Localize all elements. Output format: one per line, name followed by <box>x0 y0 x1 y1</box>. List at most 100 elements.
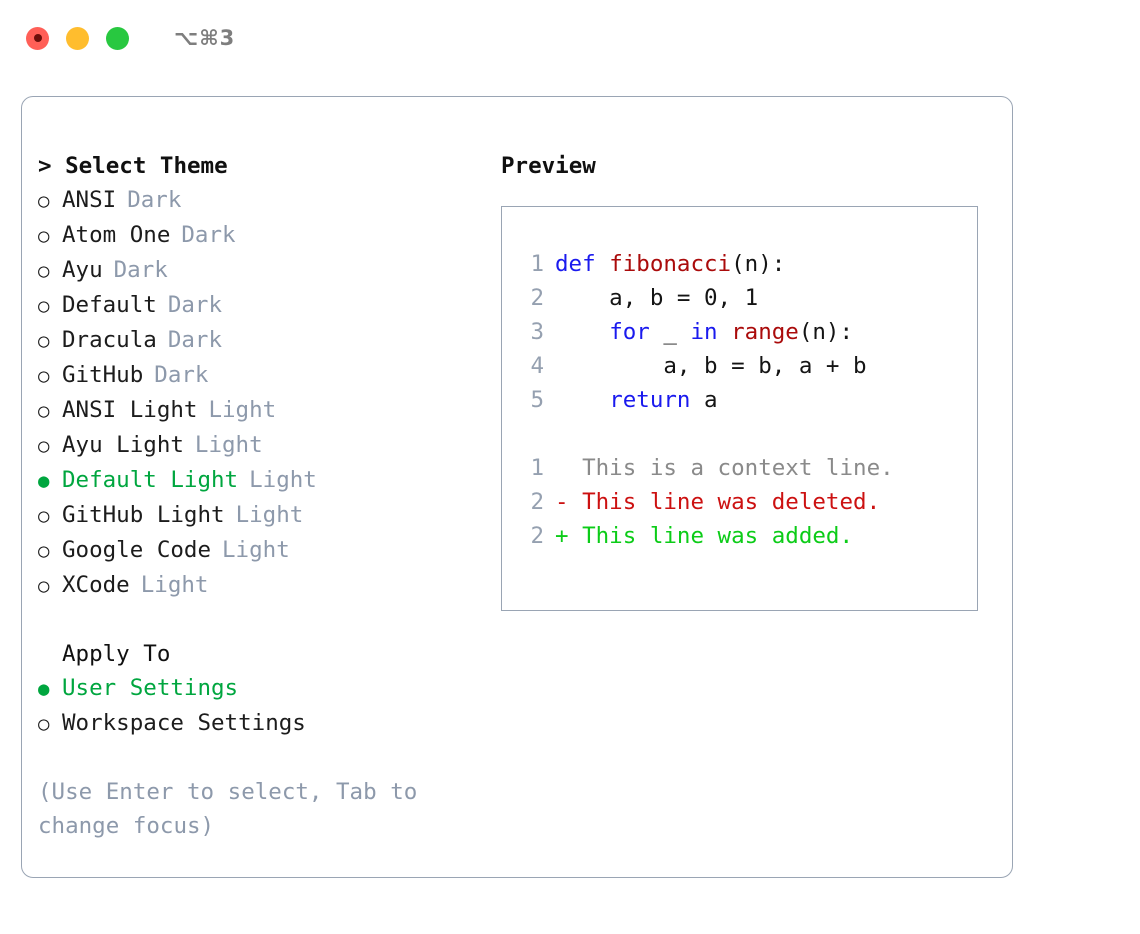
theme-option-tag: Light <box>140 572 209 598</box>
code-line-number: 4 <box>530 353 544 379</box>
code-line: 3 for _ in range(n): <box>515 315 977 349</box>
diff-line: 1 This is a context line. <box>515 451 977 485</box>
diff-marker <box>555 451 582 485</box>
theme-option[interactable]: ○ Ayu Light Light <box>38 428 492 463</box>
apply-to-option[interactable]: ○Workspace Settings <box>38 706 492 741</box>
apply-to-option[interactable]: ● User Settings <box>38 671 492 706</box>
diff-sample: 1 This is a context line.2- This line wa… <box>515 451 977 553</box>
apply-to-option-name: User Settings <box>62 675 239 701</box>
radio-unselected-icon[interactable]: ○ <box>38 330 50 352</box>
theme-option-name: Ayu Light <box>62 432 184 458</box>
maximize-button[interactable] <box>106 26 129 50</box>
theme-option-name: GitHub Light <box>62 502 225 528</box>
theme-option-name: ANSI Light <box>62 397 198 423</box>
code-line-text: a, b = 0, 1 <box>555 281 758 315</box>
code-line: 4 a, b = b, a + b <box>515 349 977 383</box>
theme-option-name: ANSI <box>62 187 117 213</box>
radio-unselected-icon[interactable]: ○ <box>38 713 50 735</box>
code-line-number: 5 <box>530 387 544 413</box>
window-title: ⌥⌘3 <box>174 25 236 50</box>
theme-option-tag: Light <box>235 502 304 528</box>
code-token: range <box>731 319 799 345</box>
theme-option[interactable]: ○ Default Dark <box>38 288 492 323</box>
radio-unselected-icon[interactable]: ○ <box>38 365 50 387</box>
diff-line-number: 2 <box>530 489 544 515</box>
code-line-text: for _ in range(n): <box>555 315 853 349</box>
code-token: return <box>609 387 691 413</box>
diff-line-text: This line was added. <box>582 523 854 549</box>
radio-unselected-icon[interactable]: ○ <box>38 505 50 527</box>
theme-option-tag: Dark <box>167 327 223 353</box>
code-token: a, b = 0, 1 <box>555 285 759 311</box>
theme-option[interactable]: ○ ANSI Dark <box>38 183 492 218</box>
code-line: 1 def fibonacci(n): <box>515 247 977 281</box>
theme-option-tag: Dark <box>167 292 223 318</box>
apply-to-list[interactable]: ● User Settings ○Workspace Settings <box>38 671 492 741</box>
theme-option[interactable]: ○ Google Code Light <box>38 533 492 568</box>
code-line-number: 3 <box>530 319 544 345</box>
apply-to-label: Apply To <box>62 641 171 667</box>
theme-option-tag: Dark <box>181 222 236 248</box>
radio-unselected-icon[interactable]: ○ <box>38 575 50 597</box>
radio-unselected-icon[interactable]: ○ <box>38 540 50 562</box>
diff-line: 2- This line was deleted. <box>515 485 977 519</box>
code-token: fibonacci <box>609 251 732 277</box>
code-line: 2 a, b = 0, 1 <box>515 281 977 315</box>
code-line-number: 2 <box>530 285 544 311</box>
diff-line-number: 1 <box>530 455 544 481</box>
close-button[interactable] <box>26 26 49 50</box>
code-token: a <box>690 387 718 413</box>
radio-unselected-icon[interactable]: ○ <box>38 260 50 282</box>
radio-selected-icon[interactable]: ● <box>38 470 50 492</box>
diff-line-text: This is a context line. <box>582 455 894 481</box>
code-line-text: a, b = b, a + b <box>555 349 867 383</box>
code-token <box>596 251 610 277</box>
theme-option-name: Google Code <box>62 537 212 563</box>
code-token: for <box>609 319 650 345</box>
code-token: a, b = b, a + b <box>555 353 867 379</box>
theme-option[interactable]: ○ Atom One Dark <box>38 218 492 253</box>
radio-unselected-icon[interactable]: ○ <box>38 435 50 457</box>
code-diff-gap <box>515 417 977 451</box>
window-controls <box>26 26 129 50</box>
theme-option-name: Default Light <box>62 467 239 493</box>
code-token: _ <box>649 319 691 345</box>
code-line-text: return a <box>555 383 718 417</box>
diff-line-text: This line was deleted. <box>582 489 881 515</box>
theme-option[interactable]: ○ GitHub Light Light <box>38 498 492 533</box>
code-token <box>555 387 609 413</box>
code-token: (n): <box>731 251 786 277</box>
theme-option-tag: Light <box>222 537 290 563</box>
theme-option-tag: Dark <box>154 362 209 388</box>
select-theme-heading: > Select Theme <box>38 153 228 179</box>
code-line-number: 1 <box>530 251 544 277</box>
diff-line: 2+ This line was added. <box>515 519 977 553</box>
list-spacer <box>38 603 492 637</box>
diff-marker: - <box>555 489 583 515</box>
theme-option-name: Atom One <box>62 222 171 248</box>
theme-option-tag: Light <box>194 432 263 458</box>
radio-selected-icon[interactable]: ● <box>38 678 50 700</box>
theme-option-tag: Dark <box>127 187 182 213</box>
radio-unselected-icon[interactable]: ○ <box>38 295 50 317</box>
radio-unselected-icon[interactable]: ○ <box>38 225 50 247</box>
theme-option-name: Default <box>62 292 157 318</box>
diff-line-number: 2 <box>530 523 544 549</box>
theme-option-tag: Dark <box>113 257 168 283</box>
code-token: def <box>555 251 596 277</box>
radio-unselected-icon[interactable]: ○ <box>38 400 50 422</box>
minimize-button[interactable] <box>66 26 89 50</box>
radio-unselected-icon[interactable]: ○ <box>38 190 50 212</box>
theme-option-name: GitHub <box>62 362 144 388</box>
theme-option[interactable]: ○ GitHub Dark <box>38 358 492 393</box>
preview-heading: Preview <box>501 153 596 179</box>
